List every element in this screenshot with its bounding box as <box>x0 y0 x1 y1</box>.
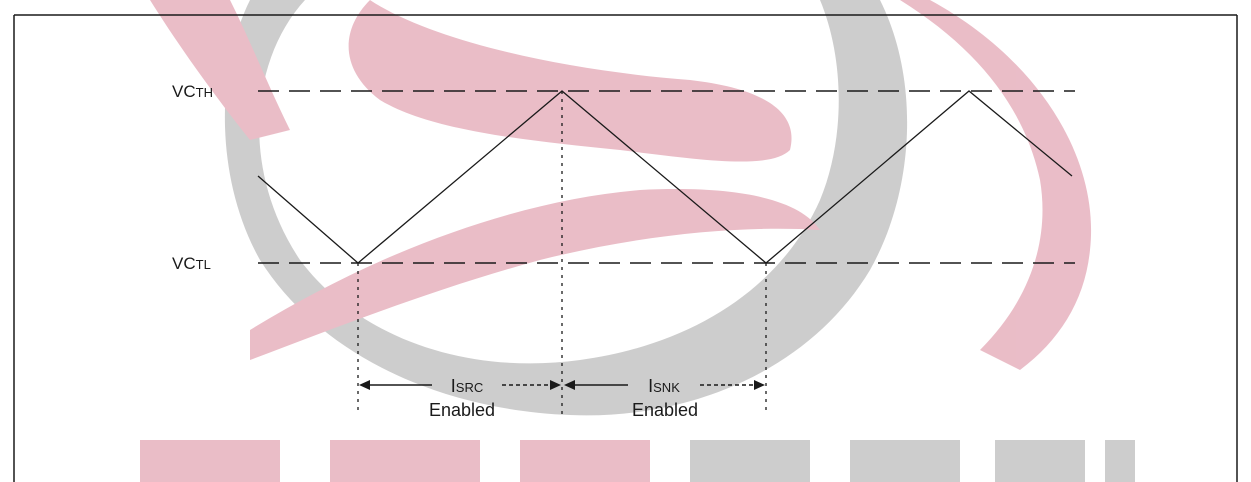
watermark-gray-block-3 <box>995 440 1085 482</box>
watermark-red-right-arc <box>900 0 1091 370</box>
watermark-red-block-2 <box>330 440 480 482</box>
vcth-label: VCTH <box>172 82 213 101</box>
watermark-red-block-1 <box>140 440 280 482</box>
watermark-gray-block-4 <box>1105 440 1135 482</box>
watermark-red-swoosh-upper <box>349 0 792 162</box>
watermark-gray-block-1 <box>690 440 810 482</box>
isrc-enabled-label: Enabled <box>429 400 495 420</box>
watermark-gray-block-2 <box>850 440 960 482</box>
vctl-label: VCTL <box>172 254 211 273</box>
isnk-enabled-label: Enabled <box>632 400 698 420</box>
watermark-red-block-3 <box>520 440 650 482</box>
